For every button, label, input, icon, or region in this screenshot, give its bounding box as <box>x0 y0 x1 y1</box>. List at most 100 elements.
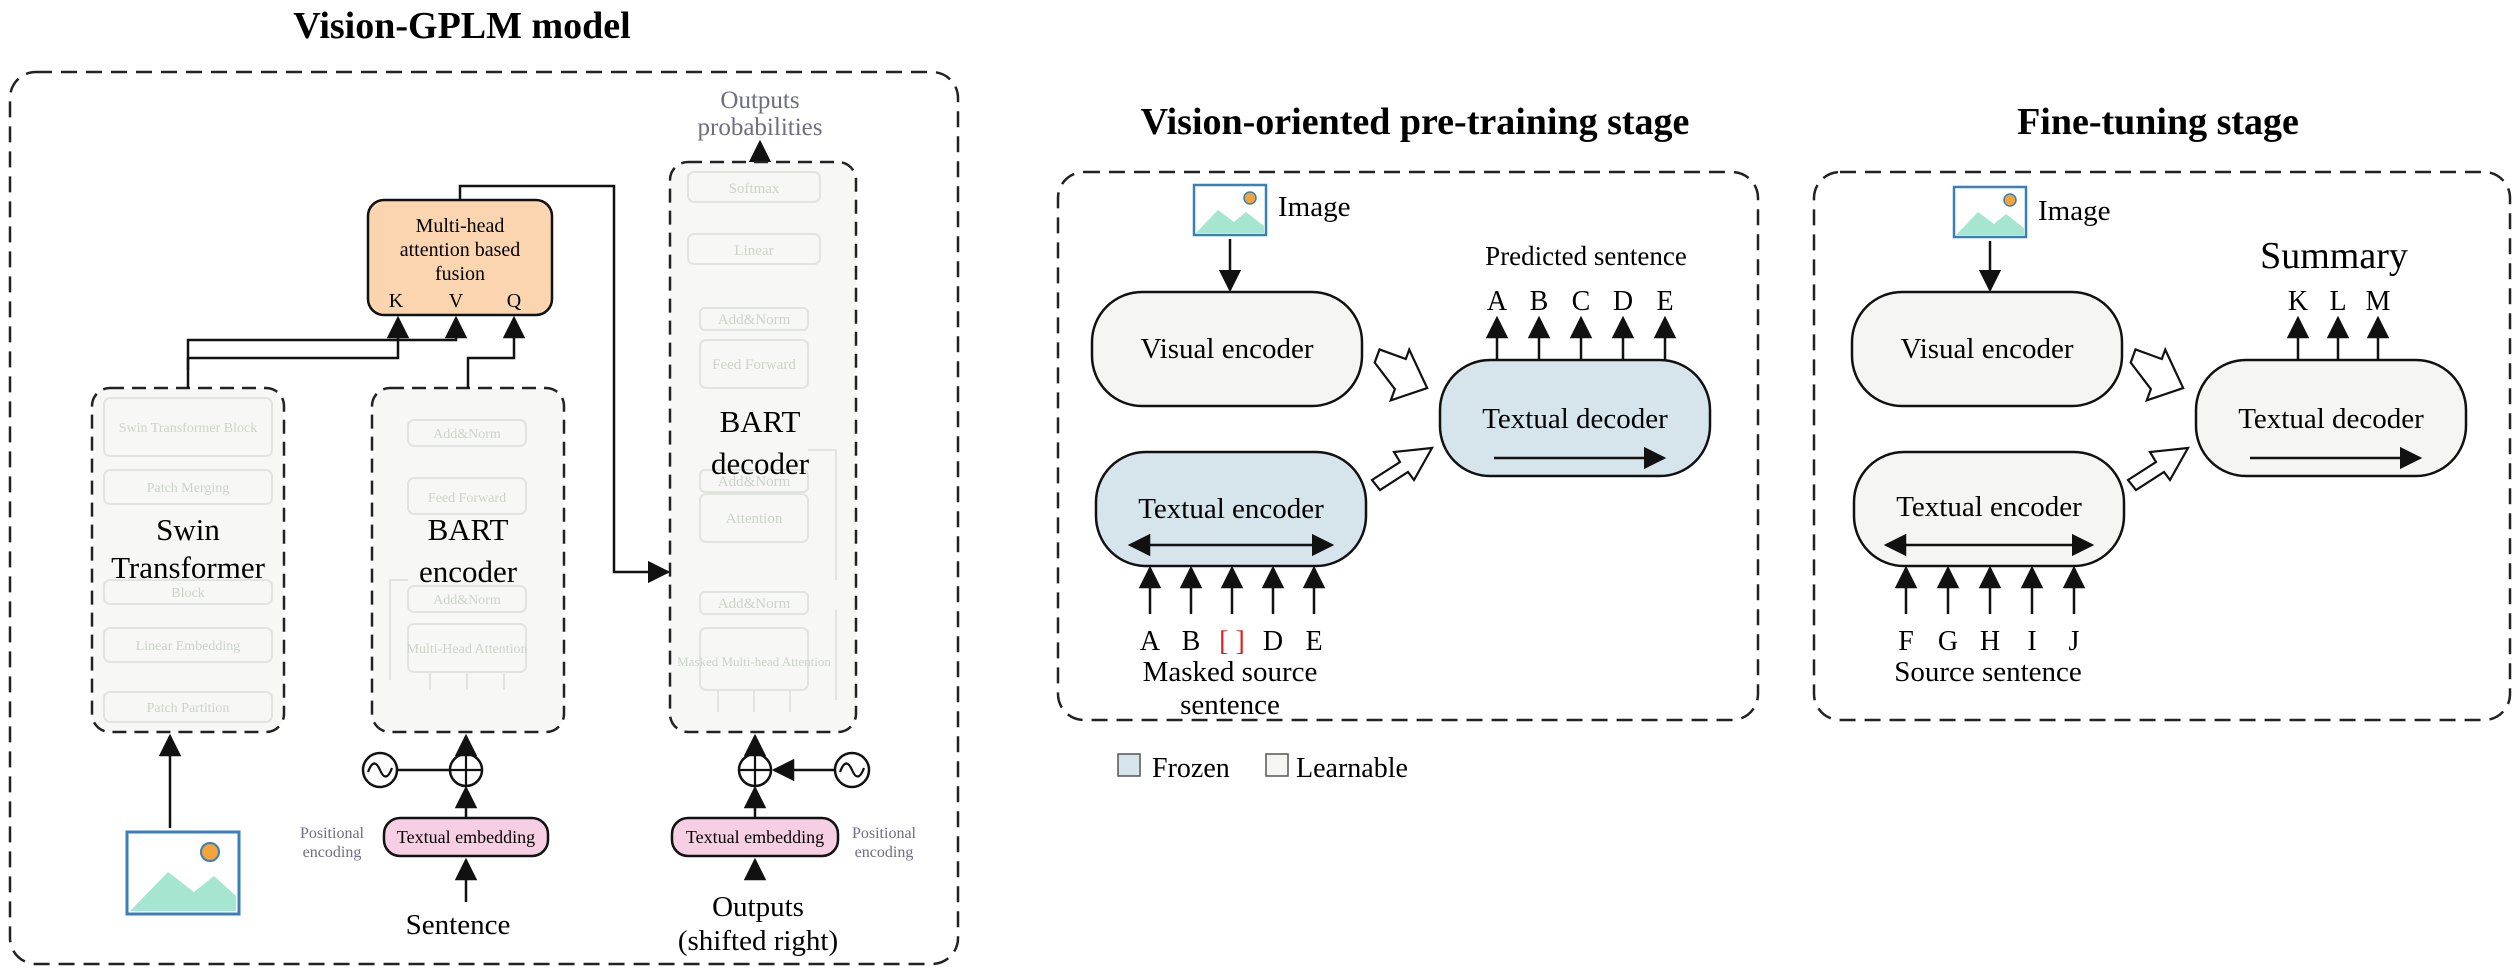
bart-encoder-faded-blocks: Add&Norm Feed Forward Add&Norm Multi-Hea… <box>389 419 528 690</box>
decoder-input-stack: Textual embedding Positional encoding Ou… <box>670 733 917 957</box>
finetune-textual-encoder-label: Textual encoder <box>1896 491 2082 523</box>
pretraining-panel: Vision-oriented pre-training stage Image… <box>1056 101 1760 722</box>
image-icon-finetune <box>1952 185 2028 239</box>
dec-block-5: Add&Norm <box>718 474 791 490</box>
pretrain-textual-encoder-label: Textual encoder <box>1138 493 1324 525</box>
bart-decoder-box <box>668 160 858 734</box>
textual-embedding-dec-label: Textual embedding <box>686 827 824 847</box>
outputs-probabilities-line1: Outputs <box>720 87 799 114</box>
swin-to-fusion-v-arrow <box>186 315 468 370</box>
fusion-label-line3: fusion <box>435 263 485 285</box>
finetune-input-token-4: J <box>2069 626 2080 657</box>
pretrain-input-token-4: E <box>1305 626 1322 657</box>
pretraining-title: Vision-oriented pre-training stage <box>1141 101 1690 143</box>
fusion-to-decoder-arrow <box>458 184 671 584</box>
pretrain-visual-encoder-box <box>1090 290 1364 408</box>
pretrain-output-token-1: B <box>1530 286 1549 317</box>
swin-label-line2: Transformer <box>111 550 266 585</box>
dec-block-3: Add&Norm <box>718 312 791 328</box>
enc-block-3: Add&Norm <box>433 593 501 608</box>
encoder-input-stack: Textual embedding Positional encoding Se… <box>300 733 550 941</box>
pretrain-output-token-2: C <box>1572 286 1591 317</box>
pretrain-output-token-3: D <box>1613 286 1633 317</box>
swin-label-line1: Swin <box>156 512 220 547</box>
pretrain-visual-encoder-label: Visual encoder <box>1141 333 1314 365</box>
positional-encoding-enc-line2: encoding <box>303 844 362 861</box>
dec-block-6: Attention <box>726 511 783 527</box>
pretrain-textual-decoder-label: Textual decoder <box>1482 403 1668 435</box>
fusion-q-label: Q <box>507 290 522 312</box>
swin-block-4: Patch Partition <box>147 701 230 716</box>
legend-learnable-label: Learnable <box>1296 753 1408 784</box>
swin-block-2: Patch Merging <box>147 481 230 496</box>
image-icon-gplm <box>125 830 241 916</box>
enc-block-1: Add&Norm <box>433 427 501 442</box>
pretrain-input-token-0: A <box>1140 626 1161 657</box>
vision-gplm-frame <box>8 70 960 966</box>
legend-learnable-swatch <box>1265 753 1289 777</box>
legend: Frozen Learnable <box>1117 753 1408 784</box>
finetune-output-token-0: K <box>2288 286 2308 317</box>
positional-encoding-dec-line2: encoding <box>855 844 914 861</box>
fusion-v-label: V <box>449 290 464 312</box>
bart-encoder-label-line1: BART <box>428 512 509 547</box>
finetune-textual-decoder-box <box>2194 358 2468 478</box>
finetuning-frame <box>1812 170 2512 722</box>
outputs-probabilities-line2: probabilities <box>698 114 823 141</box>
finetune-output-token-2: M <box>2366 286 2391 317</box>
fusion-k-label: K <box>389 290 404 312</box>
swin-block-1: Swin Transformer Block <box>119 421 257 436</box>
finetune-visual-encoder-box <box>1850 290 2124 408</box>
image-icon-pretrain <box>1192 183 1268 237</box>
pretraining-frame <box>1056 170 1760 722</box>
finetuning-title: Fine-tuning stage <box>2017 101 2299 143</box>
legend-frozen-label: Frozen <box>1152 753 1230 784</box>
swin-to-fusion-k-arrow <box>186 315 410 388</box>
vision-gplm-panel: Vision-GPLM model Outputs probabilities … <box>8 5 960 966</box>
bart-decoder-label-line2: decoder <box>711 446 810 481</box>
dec-block-1: Softmax <box>729 181 780 197</box>
pretrain-input-token-2: [ ] <box>1219 626 1245 657</box>
predicted-sentence-label: Predicted sentence <box>1485 241 1687 271</box>
finetune-input-token-1: G <box>1938 626 1958 657</box>
pretrain-input-token-3: D <box>1263 626 1283 657</box>
pretrain-input-token-1: B <box>1182 626 1201 657</box>
swin-faded-blocks: Swin Transformer Block Patch Merging Blo… <box>103 397 273 723</box>
finetune-input-token-3: I <box>2027 626 2036 657</box>
bart-decoder-label-line1: BART <box>720 404 801 439</box>
finetune-hollow-arrow-visual <box>2129 346 2185 403</box>
fusion-label-line2: attention based <box>400 239 521 261</box>
finetuning-panel: Fine-tuning stage Image Visual encoder T… <box>1812 101 2512 722</box>
pretrain-hollow-arrow-visual <box>1373 346 1429 403</box>
pretrain-output-token-4: E <box>1656 286 1673 317</box>
pretrain-textual-decoder-box <box>1438 358 1712 478</box>
finetune-image-label: Image <box>2038 195 2110 227</box>
fusion-label-line1: Multi-head <box>416 215 505 237</box>
dec-block-8: Masked Multi-head Attention <box>677 654 831 669</box>
masked-source-line2: sentence <box>1180 689 1280 721</box>
enc-block-2: Feed Forward <box>428 491 506 506</box>
summary-label: Summary <box>2260 235 2408 277</box>
finetune-input-token-0: F <box>1898 626 1914 657</box>
dec-block-4: Feed Forward <box>712 357 796 373</box>
pretrain-image-label: Image <box>1278 191 1350 223</box>
bart-encoder-label-line2: encoder <box>419 554 518 589</box>
enc-block-4: Multi-Head Attention <box>407 642 528 657</box>
bart-decoder-faded-blocks: Softmax Linear Add&Norm Feed Forward Add… <box>677 171 837 712</box>
masked-source-line1: Masked source <box>1143 656 1318 688</box>
outputs-label-line1: Outputs <box>712 891 804 923</box>
finetune-textual-decoder-label: Textual decoder <box>2238 403 2424 435</box>
pretrain-output-token-0: A <box>1487 286 1508 317</box>
legend-frozen-swatch <box>1117 753 1141 777</box>
sentence-label: Sentence <box>406 909 511 941</box>
finetune-hollow-arrow-textual <box>2126 446 2191 492</box>
vision-gplm-title: Vision-GPLM model <box>293 5 630 47</box>
positional-encoding-dec-line1: Positional <box>852 825 917 842</box>
encoder-to-fusion-q-arrow <box>466 315 526 388</box>
pretrain-hollow-arrow-textual <box>1370 446 1435 492</box>
finetune-visual-encoder-label: Visual encoder <box>1901 333 2074 365</box>
